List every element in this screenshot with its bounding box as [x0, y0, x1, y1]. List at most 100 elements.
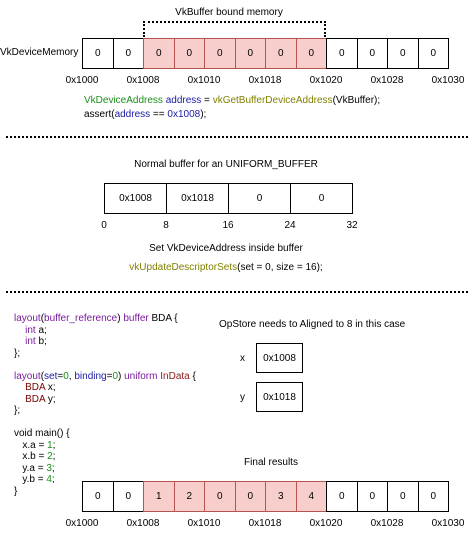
code-update-fn: vkUpdateDescriptorSets [129, 262, 238, 273]
glsl-block-name: BDA [151, 313, 172, 324]
glsl-assign: x.b = [22, 451, 48, 462]
code-assert-op: == [150, 109, 168, 120]
code-update-args: (set = 0, size = 16); [237, 262, 323, 273]
address-label: 0x1008 [126, 518, 160, 529]
address-label: 0x1030 [431, 518, 465, 529]
memory-cell: 0 [82, 38, 114, 69]
glsl-assign-value: 4 [46, 474, 52, 485]
memory-cell: 0 [112, 38, 144, 69]
glsl-main-end: } [14, 485, 18, 497]
memory-cell: 0 [143, 38, 175, 69]
address-label: 0x1010 [187, 518, 221, 529]
code-update-descriptor: vkUpdateDescriptorSets(set = 0, size = 1… [129, 262, 322, 274]
bound-memory-bracket [143, 21, 326, 37]
glsl-member-b: b; [35, 336, 47, 347]
memory-cell: 0 [234, 38, 266, 69]
code-args: (VkBuffer); [332, 95, 381, 106]
code-eq: = [201, 95, 213, 106]
glsl-layout-keyword: layout [14, 313, 41, 324]
address-label: 0x1028 [370, 518, 404, 529]
glsl-assign: y.b = [22, 474, 47, 485]
memory-cell: 0 [326, 38, 358, 69]
opstore-note: OpStore needs to Aligned to 8 in this ca… [219, 319, 406, 330]
final-cell: 0 [417, 481, 449, 512]
address-label: 0x1010 [187, 75, 221, 86]
x-value-box: 0x1008 [256, 343, 303, 373]
glsl-binding-qualifier: binding [74, 370, 107, 382]
final-cell: 0 [387, 481, 419, 512]
glsl-main: void main() { [14, 428, 70, 439]
separator-1 [6, 136, 468, 138]
final-cell: 3 [265, 481, 297, 512]
glsl-block-end: }; [14, 347, 21, 359]
y-label: y [240, 392, 245, 403]
final-cell: 0 [234, 481, 266, 512]
glsl-assign-value: 3 [46, 462, 52, 474]
memory-cell: 0 [295, 38, 327, 69]
offset-label: 8 [163, 220, 169, 231]
buffer-cell: 0x1018 [166, 183, 229, 214]
glsl-assign: x.a = [22, 439, 48, 451]
code-assert-post: ); [200, 109, 207, 120]
offset-label: 32 [346, 220, 358, 231]
final-cell: 0 [326, 481, 358, 512]
code-type: VkDeviceAddress [84, 95, 163, 106]
final-cell: 2 [173, 481, 205, 512]
memory-cell: 0 [387, 38, 419, 69]
address-label: 0x1020 [309, 75, 343, 86]
final-cell: 4 [295, 481, 327, 512]
glsl-member-a: a; [35, 324, 47, 336]
glsl-bda-type: BDA [25, 393, 46, 405]
buffer-cell: 0 [290, 183, 353, 214]
final-cell: 0 [112, 481, 144, 512]
glsl-assign-value: 1 [47, 439, 53, 451]
glsl-code: layout(buffer_reference) buffer BDA { in… [14, 313, 196, 497]
code-assert-var: address [114, 109, 151, 120]
address-label: 0x1000 [65, 75, 99, 86]
glsl-uniform-keyword: uniform [124, 370, 158, 382]
glsl-assign: y.a = [22, 462, 47, 474]
code-fn: vkGetBufferDeviceAddress [212, 95, 333, 106]
bound-memory-label: VkBuffer bound memory [175, 7, 283, 18]
device-memory-label: VkDeviceMemory [0, 47, 79, 58]
code-assert-pre: assert( [84, 109, 115, 120]
code-assert-val: 0x1008 [167, 109, 201, 120]
code-var: address [165, 95, 202, 106]
offset-label: 0 [101, 220, 107, 231]
final-results-title: Final results [244, 457, 298, 468]
glsl-int-type: int [25, 336, 36, 347]
buffer-cell: 0 [228, 183, 291, 214]
glsl-brace: { [171, 313, 178, 324]
code-get-address: VkDeviceAddress address = vkGetBufferDev… [84, 95, 380, 107]
final-cell: 0 [204, 481, 236, 512]
glsl-brace: { [189, 370, 196, 382]
glsl-member-x: x; [45, 382, 56, 393]
address-label: 0x1018 [248, 518, 282, 529]
glsl-buffer-reference: buffer_reference [44, 313, 118, 324]
memory-cell: 0 [356, 38, 388, 69]
glsl-layout-keyword: layout [14, 370, 41, 382]
separator-2 [6, 291, 468, 293]
glsl-binding-value: 0 [112, 370, 119, 382]
glsl-set-value: 0 [63, 370, 69, 382]
set-address-subtitle: Set VkDeviceAddress inside buffer [149, 243, 303, 254]
memory-cell: 0 [417, 38, 449, 69]
glsl-indata-name: InData [160, 370, 190, 382]
glsl-buffer-keyword: buffer [123, 313, 149, 324]
memory-cell: 0 [173, 38, 205, 69]
x-label: x [240, 353, 245, 364]
memory-cell: 0 [265, 38, 297, 69]
offset-label: 16 [222, 220, 234, 231]
code-assert: assert(address == 0x1008); [84, 109, 206, 121]
glsl-bda-type: BDA [25, 382, 46, 393]
address-label: 0x1030 [431, 75, 465, 86]
buffer-cell: 0x1008 [104, 183, 167, 214]
address-label: 0x1008 [126, 75, 160, 86]
final-cell: 1 [143, 481, 175, 512]
address-label: 0x1000 [65, 518, 99, 529]
address-label: 0x1028 [370, 75, 404, 86]
final-cell: 0 [356, 481, 388, 512]
glsl-set-qualifier: set [44, 370, 58, 382]
address-label: 0x1018 [248, 75, 282, 86]
glsl-int-type: int [25, 324, 36, 336]
